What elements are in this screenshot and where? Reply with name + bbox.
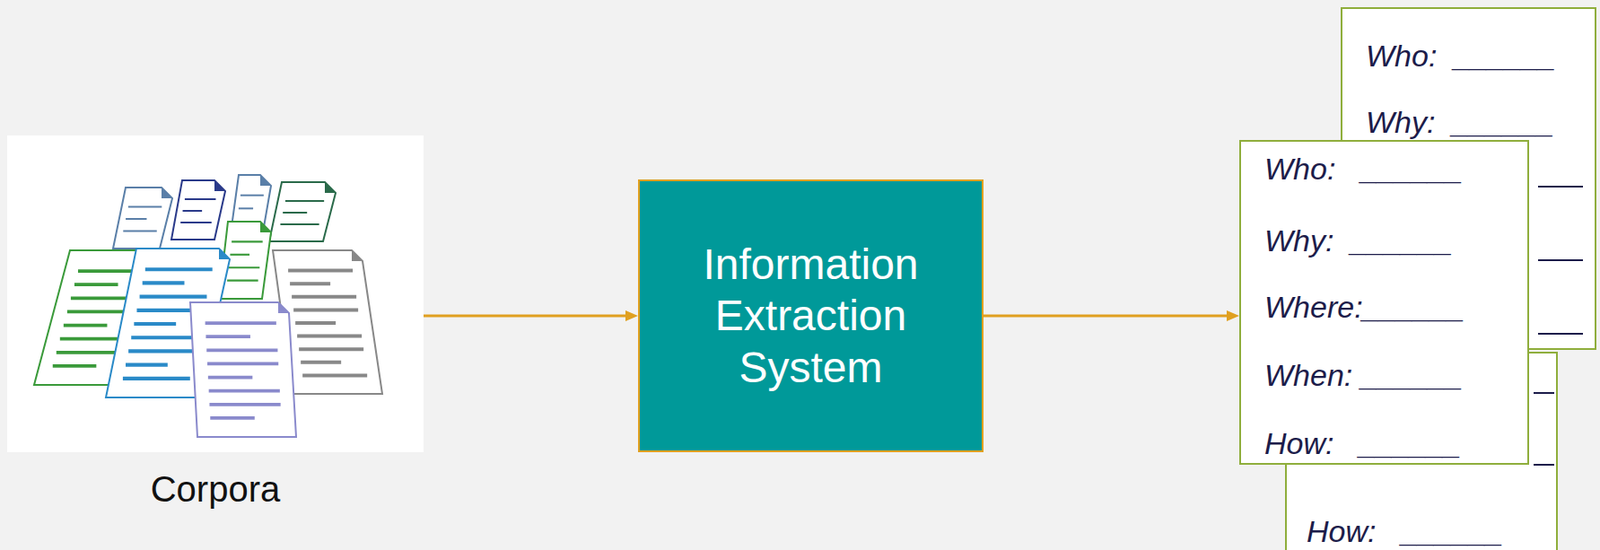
corpus-illustration: Corpora (7, 135, 424, 453)
field-label: Who: ______ (1264, 152, 1463, 186)
field-label: Where:______ (1264, 290, 1465, 324)
document-page (231, 174, 272, 228)
field-label: Why: ______ (1365, 105, 1555, 140)
corpus-label: Corpora (7, 469, 424, 510)
template-card: Who: ______ Why: ______ Where:______ When: … (1239, 139, 1530, 465)
document-page (113, 187, 173, 249)
field-label: When: ______ (1264, 358, 1463, 393)
field-label: How: ______ (1264, 427, 1461, 461)
documents-illustration (7, 135, 424, 453)
process-label: Information Extraction System (690, 238, 933, 394)
flow-arrow (983, 310, 1240, 322)
document-page (190, 302, 297, 438)
field-label: How: ______ (1306, 515, 1504, 549)
process-box: Information Extraction System (638, 179, 984, 453)
document-page (171, 180, 226, 240)
field-label: Why: ______ (1264, 224, 1453, 258)
field-label: Who: ______ (1365, 39, 1557, 73)
flow-arrow (423, 310, 639, 322)
document-page (269, 182, 336, 242)
